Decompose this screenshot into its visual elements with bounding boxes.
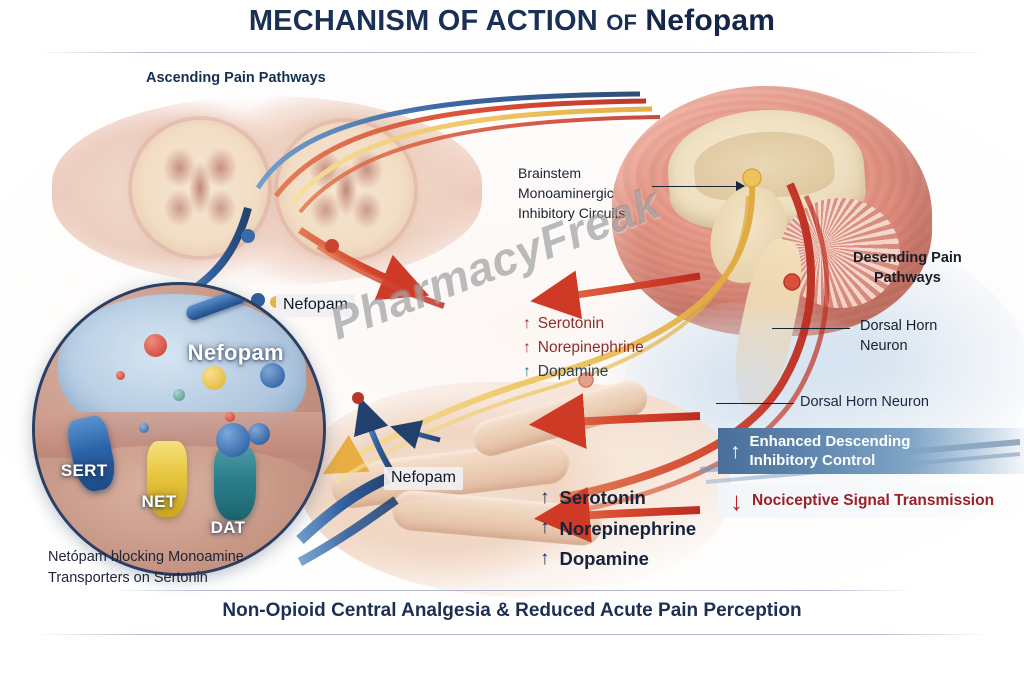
brainstem-line-1: Brainstem — [518, 165, 582, 181]
inset-caption-line-1: Netópam blocking Monoamine — [48, 549, 244, 565]
footer-summary: Non-Opioid Central Analgesia & Reduced A… — [222, 600, 802, 621]
label-brainstem-monoaminergic: Brainstem Monoaminergic Inhibitory Circu… — [518, 164, 625, 224]
title-drug: Nefopam — [645, 4, 776, 37]
divider-mid — [110, 590, 914, 591]
nt-label-dopamine-lower: Dopamine — [559, 548, 649, 570]
nt-label-norepinephrine-lower: Norepinephrine — [559, 517, 697, 539]
nt-row-norepinephrine-upper: ↑ Norepinephrine — [523, 337, 644, 360]
nt-row-dopamine-lower: ↑ Dopamine — [540, 544, 696, 574]
nt-row-serotonin-upper: ↑ Serotonin — [523, 313, 644, 336]
legend-enhanced-line-2: Inhibitory Control — [749, 452, 876, 469]
page-title: MECHANISM OF ACTION OF Nefopam — [0, 4, 1024, 38]
inset-caption-line-2: Transporters on Sertonin — [48, 570, 208, 587]
title-of: OF — [606, 10, 638, 35]
nt-row-serotonin-lower: ↑ Serotonin — [540, 483, 696, 513]
legend-enhanced-inhibitory-control: ↑ Enhanced Descending Inhibitory Control — [718, 428, 1024, 474]
descending-line-1: Desending Pain — [853, 250, 962, 266]
brainstem-line-2: Monoaminergic — [518, 184, 614, 201]
legend-enhanced-text: Enhanced Descending Inhibitory Control — [750, 432, 911, 470]
tag-nefopam-upper: Nefopam — [276, 294, 355, 317]
divider-top — [36, 52, 988, 53]
label-dorsal-horn-neuron-stacked: Dorsal Horn Neuron — [860, 316, 937, 356]
vesicle-small-red — [225, 411, 236, 422]
synapse-inset-circle: Nefopam SERT NET DAT — [32, 282, 326, 576]
up-arrow-icon: ↑ — [523, 315, 531, 332]
vesicle-red — [144, 333, 168, 357]
up-arrow-icon: ↑ — [523, 338, 531, 356]
dat-head — [216, 423, 251, 458]
legend-nociceptive-text: Nociceptive Signal Transmission — [752, 492, 995, 509]
vesicle-yellow — [202, 365, 227, 390]
transporter-dat — [213, 446, 256, 521]
nt-label-serotonin-lower: Serotonin — [559, 487, 646, 509]
up-arrow-icon: ↑ — [540, 487, 550, 508]
inset-label-net: NET — [141, 492, 177, 512]
down-arrow-icon: ↓ — [730, 486, 743, 516]
legend-nociceptive-signal-transmission: ↓ Nociceptive Signal Transmission — [718, 484, 1024, 518]
leader-arrow-brainstem — [736, 181, 745, 191]
label-dorsal-horn-neuron: Dorsal Horn Neuron — [800, 394, 929, 410]
vesicle-small-blue — [138, 423, 149, 434]
title-main: MECHANISM OF ACTION — [248, 5, 598, 37]
brainstem-line-3: Inhibitory Circuits — [518, 204, 626, 221]
nt-row-norepinephrine-lower: ↑ Norepinephrine — [540, 513, 696, 543]
nt-label-dopamine-upper: Dopamine — [537, 362, 609, 380]
descending-line-2: Pathways — [873, 270, 941, 286]
inset-label-dat: DAT — [210, 518, 246, 538]
inset-label-sert: SERT — [60, 460, 108, 480]
tag-nefopam-lower: Nefopam — [384, 467, 463, 490]
nt-label-norepinephrine-upper: Norepinephrine — [537, 338, 644, 356]
vesicle-small-red-2 — [115, 371, 125, 381]
leader-line-brainstem — [652, 186, 740, 188]
label-descending-pain-pathways: Desending Pain Pathways — [853, 248, 962, 288]
legend-enhanced-line-1: Enhanced Descending — [749, 432, 911, 450]
divider-bottom — [36, 634, 988, 635]
inset-nefopam-label: Nefopam — [187, 339, 284, 365]
dorsal-horn-line-1: Dorsal Horn — [860, 318, 938, 334]
neurotransmitter-list-lower: ↑ Serotonin ↑ Norepinephrine ↑ Dopamine — [540, 483, 696, 574]
nt-row-dopamine-upper: ↑ Dopamine — [523, 361, 644, 384]
caption-inset: Netópam blocking Monoamine Transporters … — [48, 547, 244, 589]
dorsal-horn-line-2: Neuron — [860, 338, 908, 354]
up-arrow-icon: ↑ — [523, 362, 531, 380]
neurotransmitter-list-upper: ↑ Serotonin ↑ Norepinephrine ↑ Dopamine — [523, 313, 644, 385]
vesicle-blue — [259, 362, 285, 388]
label-ascending-pain-pathways: Ascending Pain Pathways — [146, 70, 326, 86]
leader-line-dorsal-horn-2 — [716, 403, 794, 405]
leader-line-dorsal-horn-1 — [772, 328, 850, 330]
up-arrow-icon: ↑ — [540, 517, 550, 539]
nt-label-serotonin-upper: Serotonin — [537, 315, 605, 332]
vesicle-blue-2 — [248, 423, 271, 446]
transporter-net — [147, 440, 188, 517]
up-arrow-icon: ↑ — [730, 439, 741, 463]
up-arrow-icon: ↑ — [540, 547, 550, 569]
vesicle-small-teal — [173, 388, 186, 401]
